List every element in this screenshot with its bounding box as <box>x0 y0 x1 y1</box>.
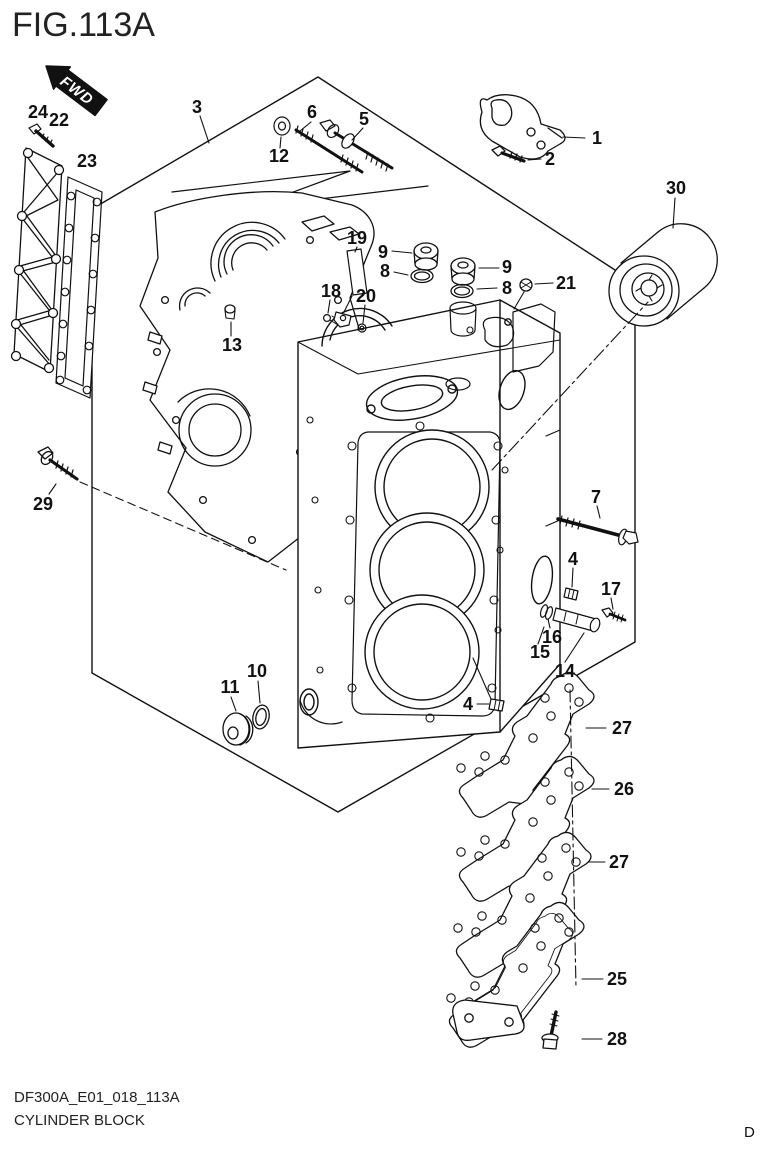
bolt-24-drawing <box>28 123 55 148</box>
oil-pan-gasket-stack <box>446 671 595 1050</box>
sensor-clamp-drawings <box>323 248 368 333</box>
fwd-arrow: FWD <box>45 65 108 117</box>
side-cover-gasket-drawing <box>55 176 103 399</box>
bolt-29-drawing <box>37 446 79 481</box>
figure-name: CYLINDER BLOCK <box>14 1112 145 1130</box>
page-letter: D <box>744 1124 755 1141</box>
oil-filter-drawing <box>608 223 718 327</box>
crankcase-half-drawing <box>139 170 429 563</box>
anode-plug-drawings <box>410 242 533 299</box>
drawing-code: DF300A_E01_018_113A <box>14 1089 180 1106</box>
engine-hanger-drawing <box>479 94 566 163</box>
footer-block: DF300A_E01_018_113A CYLINDER BLOCK <box>14 1086 180 1133</box>
figure-title: FIG.113A <box>12 6 155 44</box>
fastener-drawings <box>488 515 639 712</box>
stud-bolts-drawing <box>273 116 394 174</box>
side-cover-plate-drawing <box>10 147 65 374</box>
cylinder-block-drawing <box>297 299 561 749</box>
leader-lines <box>48 115 676 1040</box>
drain-plug-drawings <box>222 704 270 746</box>
